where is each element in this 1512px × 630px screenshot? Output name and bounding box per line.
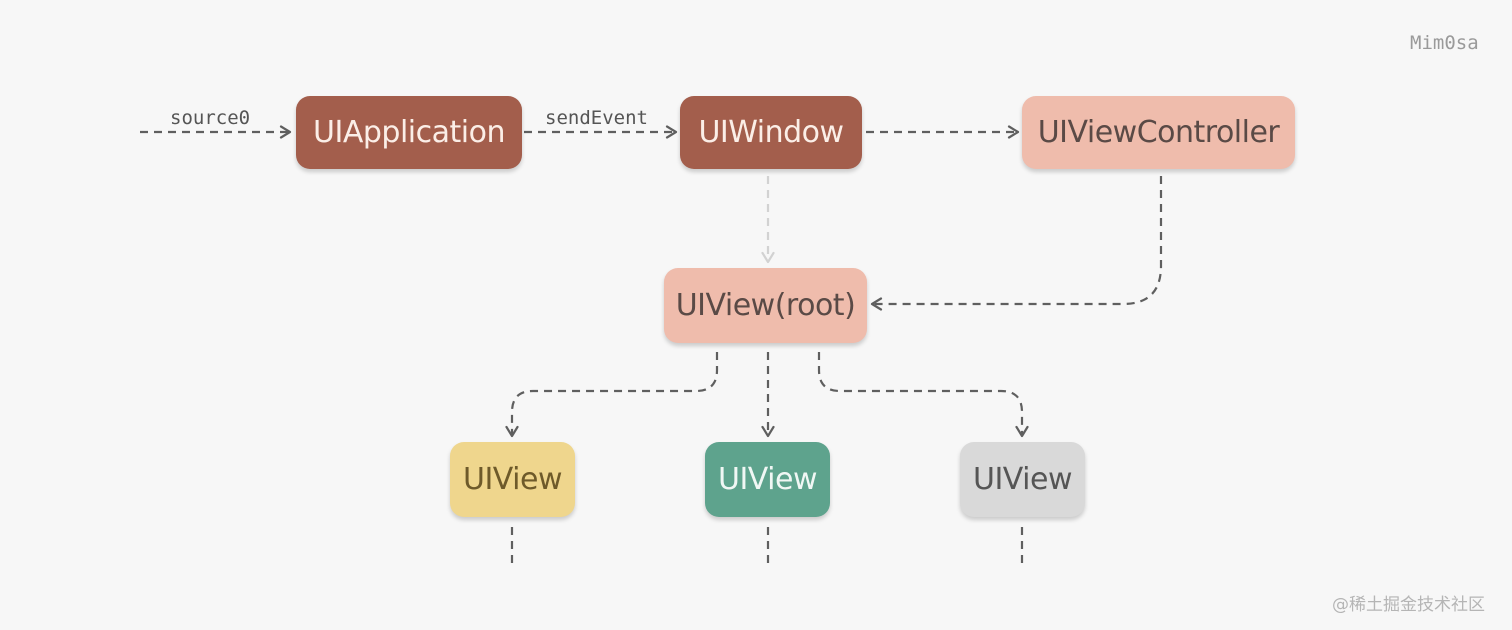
platform-watermark: @稀土掘金技术社区 xyxy=(1332,595,1485,615)
send-event-label: sendEvent xyxy=(545,107,648,129)
edge-root-to-left-view xyxy=(505,352,719,438)
source0-label: source0 xyxy=(170,107,251,129)
ui-view-middle-node: UIView xyxy=(705,442,830,517)
ui-application-node: UIApplication xyxy=(296,96,522,169)
ui-view-left-node: UIView xyxy=(450,442,575,517)
author-watermark: Mim0sa xyxy=(1410,32,1479,54)
edge-viewcontroller-to-root-view xyxy=(870,176,1163,311)
ui-view-controller-node: UIViewController xyxy=(1022,96,1295,169)
ui-view-right-node: UIView xyxy=(960,442,1085,517)
ui-window-node: UIWindow xyxy=(680,96,862,169)
ui-view-root-node: UIView(root) xyxy=(664,268,867,343)
edge-root-to-right-view xyxy=(817,352,1029,438)
